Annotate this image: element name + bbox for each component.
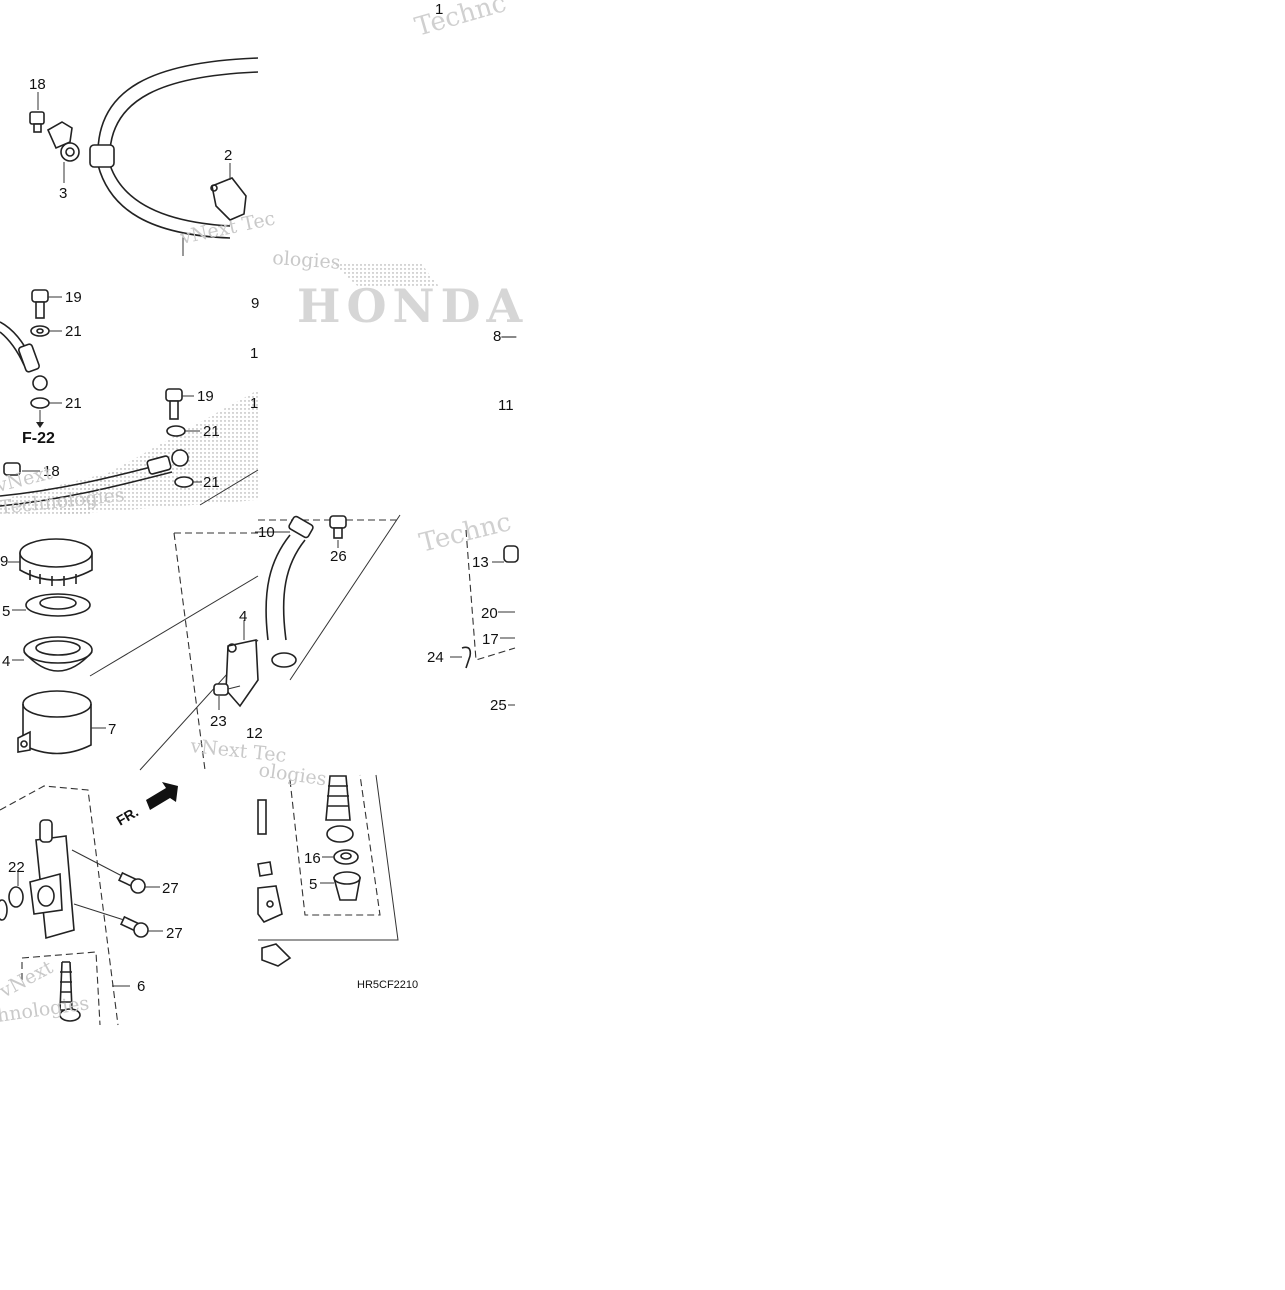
seal: [327, 826, 353, 842]
pin-end: [262, 944, 290, 966]
bolt-19: [32, 290, 48, 318]
callout-17: 17: [482, 631, 499, 648]
banjo-eye: [33, 376, 47, 390]
reference-label: F-22: [22, 430, 55, 447]
tile-hose: 18 3 2 vNext Tec: [29, 58, 277, 256]
callout-9-edge: 9: [251, 295, 259, 312]
callout-3: 3: [59, 185, 67, 202]
callout-7: 7: [108, 721, 116, 738]
nut: [258, 862, 272, 876]
callout-12: 12: [246, 725, 263, 742]
callout-26: 26: [330, 548, 347, 565]
tile-master-cylinder: FR. 22 27 27 6 vNext hnologies 2: [0, 782, 183, 1027]
clip-small: [272, 653, 296, 667]
washer-16: [334, 850, 358, 864]
callout-8: 8—: [493, 328, 516, 345]
bolt-27a: [119, 873, 145, 893]
pin-13: [504, 546, 518, 562]
watermark-techno-top: Technc: [412, 0, 510, 43]
o-ring-22: [9, 887, 23, 907]
callout-22: 22: [8, 859, 25, 876]
callout-4b: 4: [239, 608, 247, 625]
reservoir-7: [23, 691, 91, 717]
cotter-pin-24: [462, 647, 470, 668]
callout-19b: 19: [197, 388, 214, 405]
watermark-techno-right: Technc: [416, 507, 514, 559]
honda-logo: HONDA ologies: [272, 247, 529, 333]
washer-21b: [31, 398, 49, 408]
callout-21d: 21: [203, 474, 220, 491]
tile-joint: 10 26 4 23 12 vNext Tec: [174, 515, 400, 770]
bolt-26: [330, 516, 346, 538]
callout-16: 16: [304, 850, 321, 867]
hose-clip-10: [288, 515, 314, 538]
clamp-3: [48, 122, 79, 161]
brand-logo: HONDA: [297, 279, 528, 333]
push-rod: [258, 800, 266, 834]
bolt-27b: [121, 917, 148, 937]
callout-10: 10: [258, 524, 275, 541]
hose-upper-edge: [98, 58, 258, 150]
callout-23: 23: [210, 713, 227, 730]
bolt-18: [30, 112, 44, 132]
callout-4: 4: [2, 653, 10, 670]
hose-lower-inner: [110, 165, 230, 226]
callout-1-edge: 1: [250, 345, 258, 362]
watermark-ext: vNext: [0, 956, 57, 1003]
bolt-23: [214, 684, 228, 695]
front-label: FR.: [114, 803, 142, 828]
dust-boot: [326, 776, 350, 820]
callout-21b: 21: [65, 395, 82, 412]
callout-1: 1: [435, 1, 443, 18]
washer-21: [31, 326, 49, 336]
callout-27b: 27: [166, 925, 183, 942]
callout-5: 5: [2, 603, 10, 620]
callout-9: 9: [0, 553, 8, 570]
callout-21a: 21: [65, 323, 82, 340]
joint-4: [226, 640, 258, 706]
watermark-ologies: ologies: [272, 247, 342, 274]
callout-25: 25: [490, 697, 507, 714]
callout-6: 6: [137, 978, 145, 995]
watermark-ologies-b: ologies: [257, 759, 328, 790]
hose-inner-edge: [110, 72, 258, 150]
callout-13: 13: [472, 554, 489, 571]
clevis: [258, 886, 282, 922]
callout-19: 19: [65, 289, 82, 306]
hose-ferrule: [90, 145, 114, 167]
callout-5b: 5: [309, 876, 317, 893]
callout-2: 2: [224, 147, 232, 164]
callout-24: 24: [427, 649, 444, 666]
tile-banjo: 19 21 21 19 21 21 18 F-22 9 1 1 vNext Te…: [0, 289, 259, 519]
callout-11: 11: [498, 397, 514, 414]
bolt-19b: [166, 389, 182, 419]
callout-20: 20: [481, 605, 498, 622]
front-direction-arrow: FR.: [114, 782, 179, 829]
tile-pedal: Technc 13 20 17 24 25: [416, 507, 518, 714]
tile-reservoir: 9 5 4 7: [0, 539, 258, 770]
callout-1-edge2: 1: [250, 395, 258, 412]
callout-27a: 27: [162, 880, 179, 897]
callout-18: 18: [29, 76, 46, 93]
diagram-code: HR5CF2210: [357, 979, 418, 991]
callout-21c: 21: [203, 423, 220, 440]
tile-pushrod: ologies 16 5: [257, 759, 398, 966]
reservoir-hose: [266, 535, 290, 640]
